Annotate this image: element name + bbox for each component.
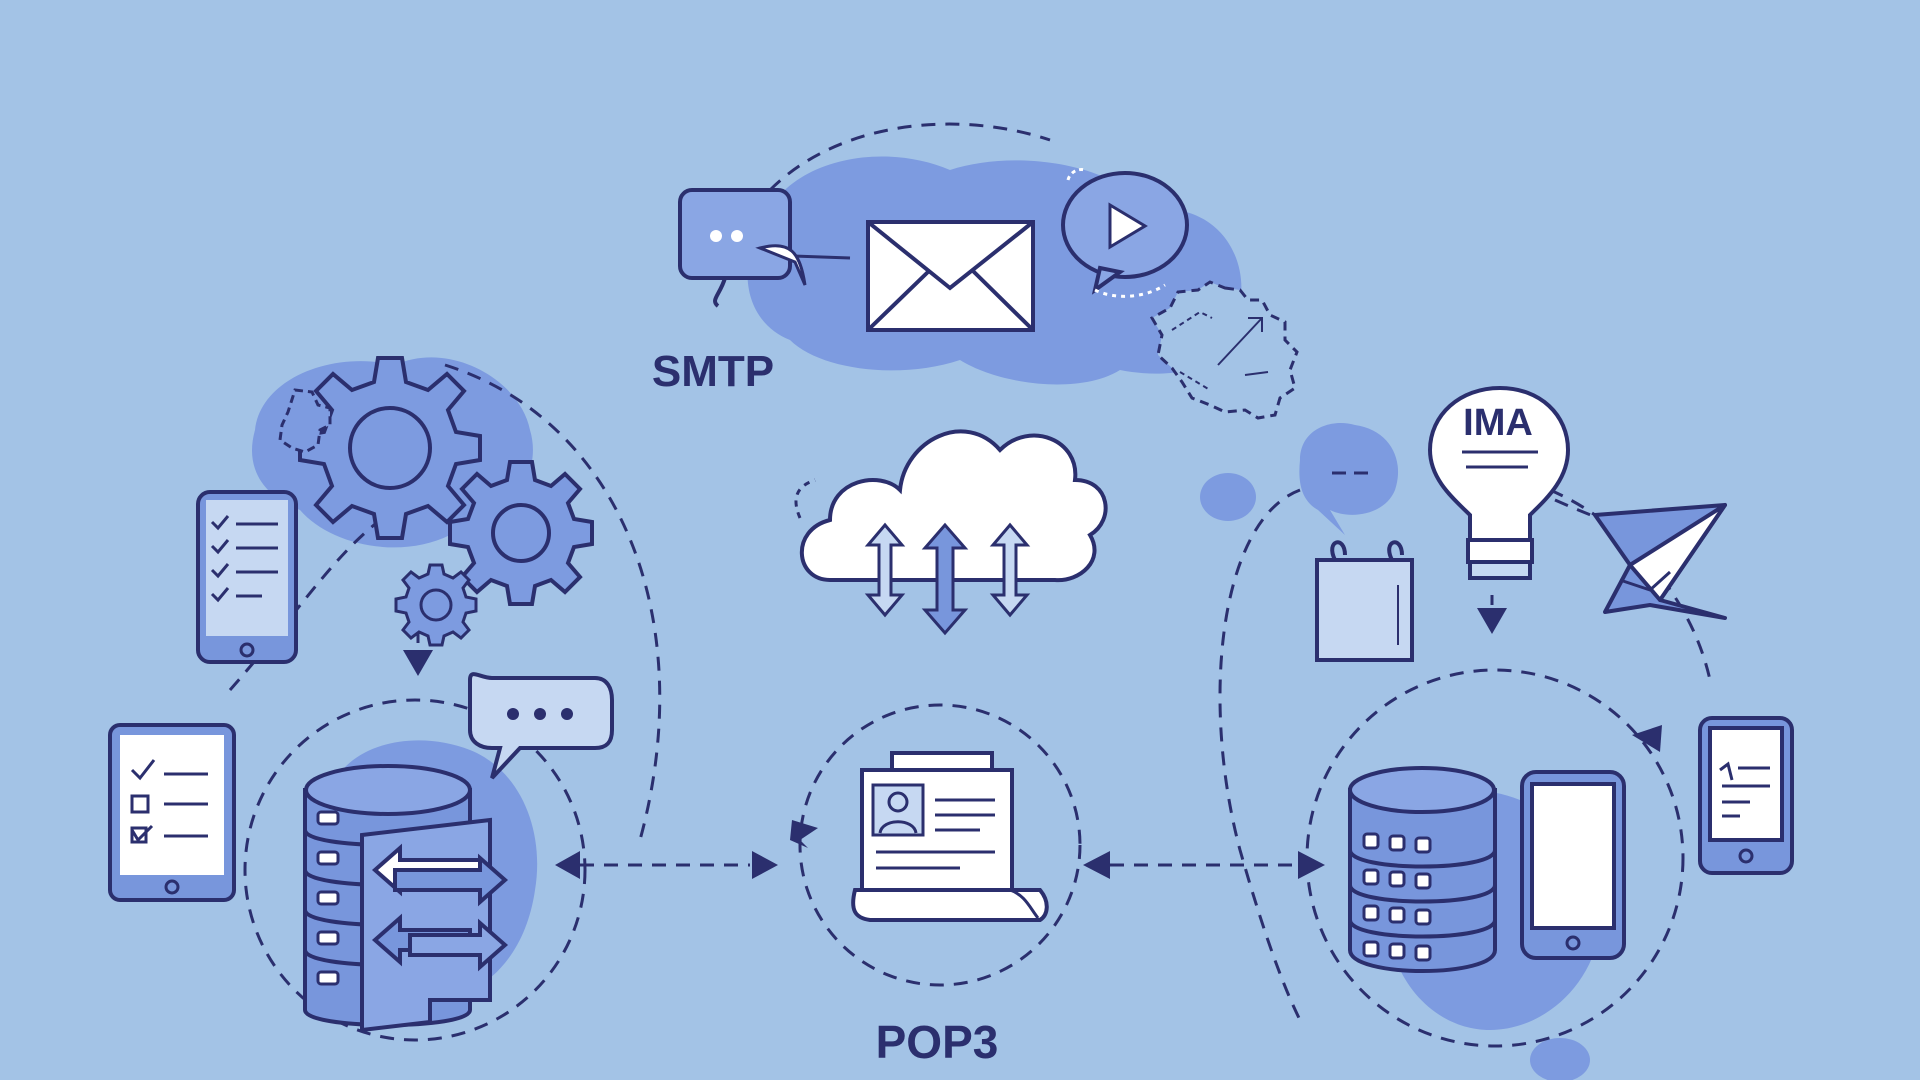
tiny-gear-icon <box>394 563 478 647</box>
lightbulb-icon <box>1427 385 1571 580</box>
paper-plane-icon <box>1593 503 1727 620</box>
arrow-right-top <box>1632 725 1662 752</box>
imap-bulb-label: IMA <box>1463 402 1533 444</box>
right-server-icon <box>1348 766 1497 973</box>
arrowheads <box>403 608 1662 879</box>
right-phone-icon <box>1520 770 1626 960</box>
small-blob <box>1200 473 1256 521</box>
arrow-left-into-left-circle <box>555 851 580 879</box>
large-gear-icon <box>298 356 482 540</box>
dashed-circles <box>243 668 1685 1048</box>
cloud-arrows <box>864 522 1031 636</box>
arrow-right-into-center <box>752 851 778 879</box>
arrow-left-into-center <box>1083 851 1110 879</box>
right-bubble-blob <box>1299 423 1399 535</box>
center-circle <box>798 703 1082 987</box>
smtp-label: SMTP <box>652 347 774 396</box>
checklist-phone-icon <box>196 490 298 664</box>
arrow-right-into-right-circle <box>1298 851 1325 879</box>
right-circle <box>1305 668 1685 1048</box>
arrow-down-gear <box>403 650 433 676</box>
small-phone-icon <box>1698 716 1794 875</box>
pop3-label: POP3 <box>876 1016 999 1068</box>
smtp-chat-icon <box>678 188 807 308</box>
left-outer-arc <box>444 363 662 841</box>
checklist-tablet-icon <box>108 723 236 902</box>
dashed-gear-icon <box>1149 280 1299 420</box>
left-circle <box>243 698 587 1042</box>
play-bubble-icon <box>1061 168 1189 298</box>
envelope-icon <box>866 220 1035 332</box>
bottom-right-blob <box>1530 1038 1590 1080</box>
calendar-icon <box>1315 540 1414 662</box>
arrow-down-bulb <box>1477 608 1507 634</box>
small-left-gear-icon <box>278 388 332 454</box>
transfer-card-icon <box>360 817 509 1033</box>
ellipsis-bubble-icon <box>468 672 614 780</box>
profile-document-icon <box>851 751 1049 922</box>
top-arc <box>768 122 1051 192</box>
arrow-tip-center <box>790 820 818 848</box>
medium-gear-icon <box>448 460 594 606</box>
cloud-icon <box>794 429 1108 636</box>
right-outer-arc <box>1218 488 1302 1021</box>
